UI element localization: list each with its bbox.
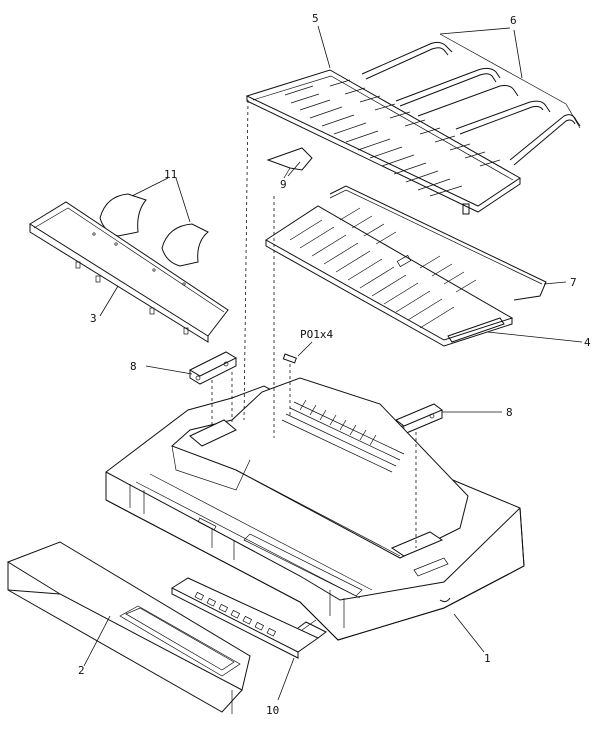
label-part-3: 3 bbox=[90, 312, 97, 325]
part-base-cover bbox=[105, 377, 525, 641]
label-part-9: 9 bbox=[280, 178, 287, 191]
label-part-8-left: 8 bbox=[130, 360, 137, 373]
assembly-guides bbox=[211, 99, 417, 548]
label-part-7: 7 bbox=[570, 276, 577, 289]
label-part-1: 1 bbox=[484, 652, 491, 665]
part-front-cover bbox=[6, 541, 251, 714]
part-hinge-left bbox=[188, 351, 238, 385]
label-part-11: 11 bbox=[164, 168, 177, 181]
label-part-8-right: 8 bbox=[506, 406, 513, 419]
part-flaps bbox=[99, 193, 209, 267]
part-labels: 5 6 11 9 7 3 PO1x4 4 8 8 1 2 10 bbox=[78, 12, 591, 717]
part-wire-guide-lower bbox=[329, 185, 547, 301]
label-part-4: 4 bbox=[584, 336, 591, 349]
part-top-separator bbox=[245, 69, 521, 215]
part-panel-board bbox=[170, 577, 327, 659]
part-wire-guides-upper bbox=[361, 33, 581, 166]
part-clip bbox=[266, 147, 313, 179]
part-tractor-cover bbox=[29, 201, 229, 343]
part-screw bbox=[282, 353, 297, 364]
part-paper-separator bbox=[265, 205, 514, 347]
label-part-2: 2 bbox=[78, 664, 85, 677]
label-part-5: 5 bbox=[312, 12, 319, 25]
label-part-6: 6 bbox=[510, 14, 517, 27]
label-part-screw: PO1x4 bbox=[300, 328, 333, 341]
label-part-10: 10 bbox=[266, 704, 279, 717]
leader-lines bbox=[83, 25, 583, 701]
